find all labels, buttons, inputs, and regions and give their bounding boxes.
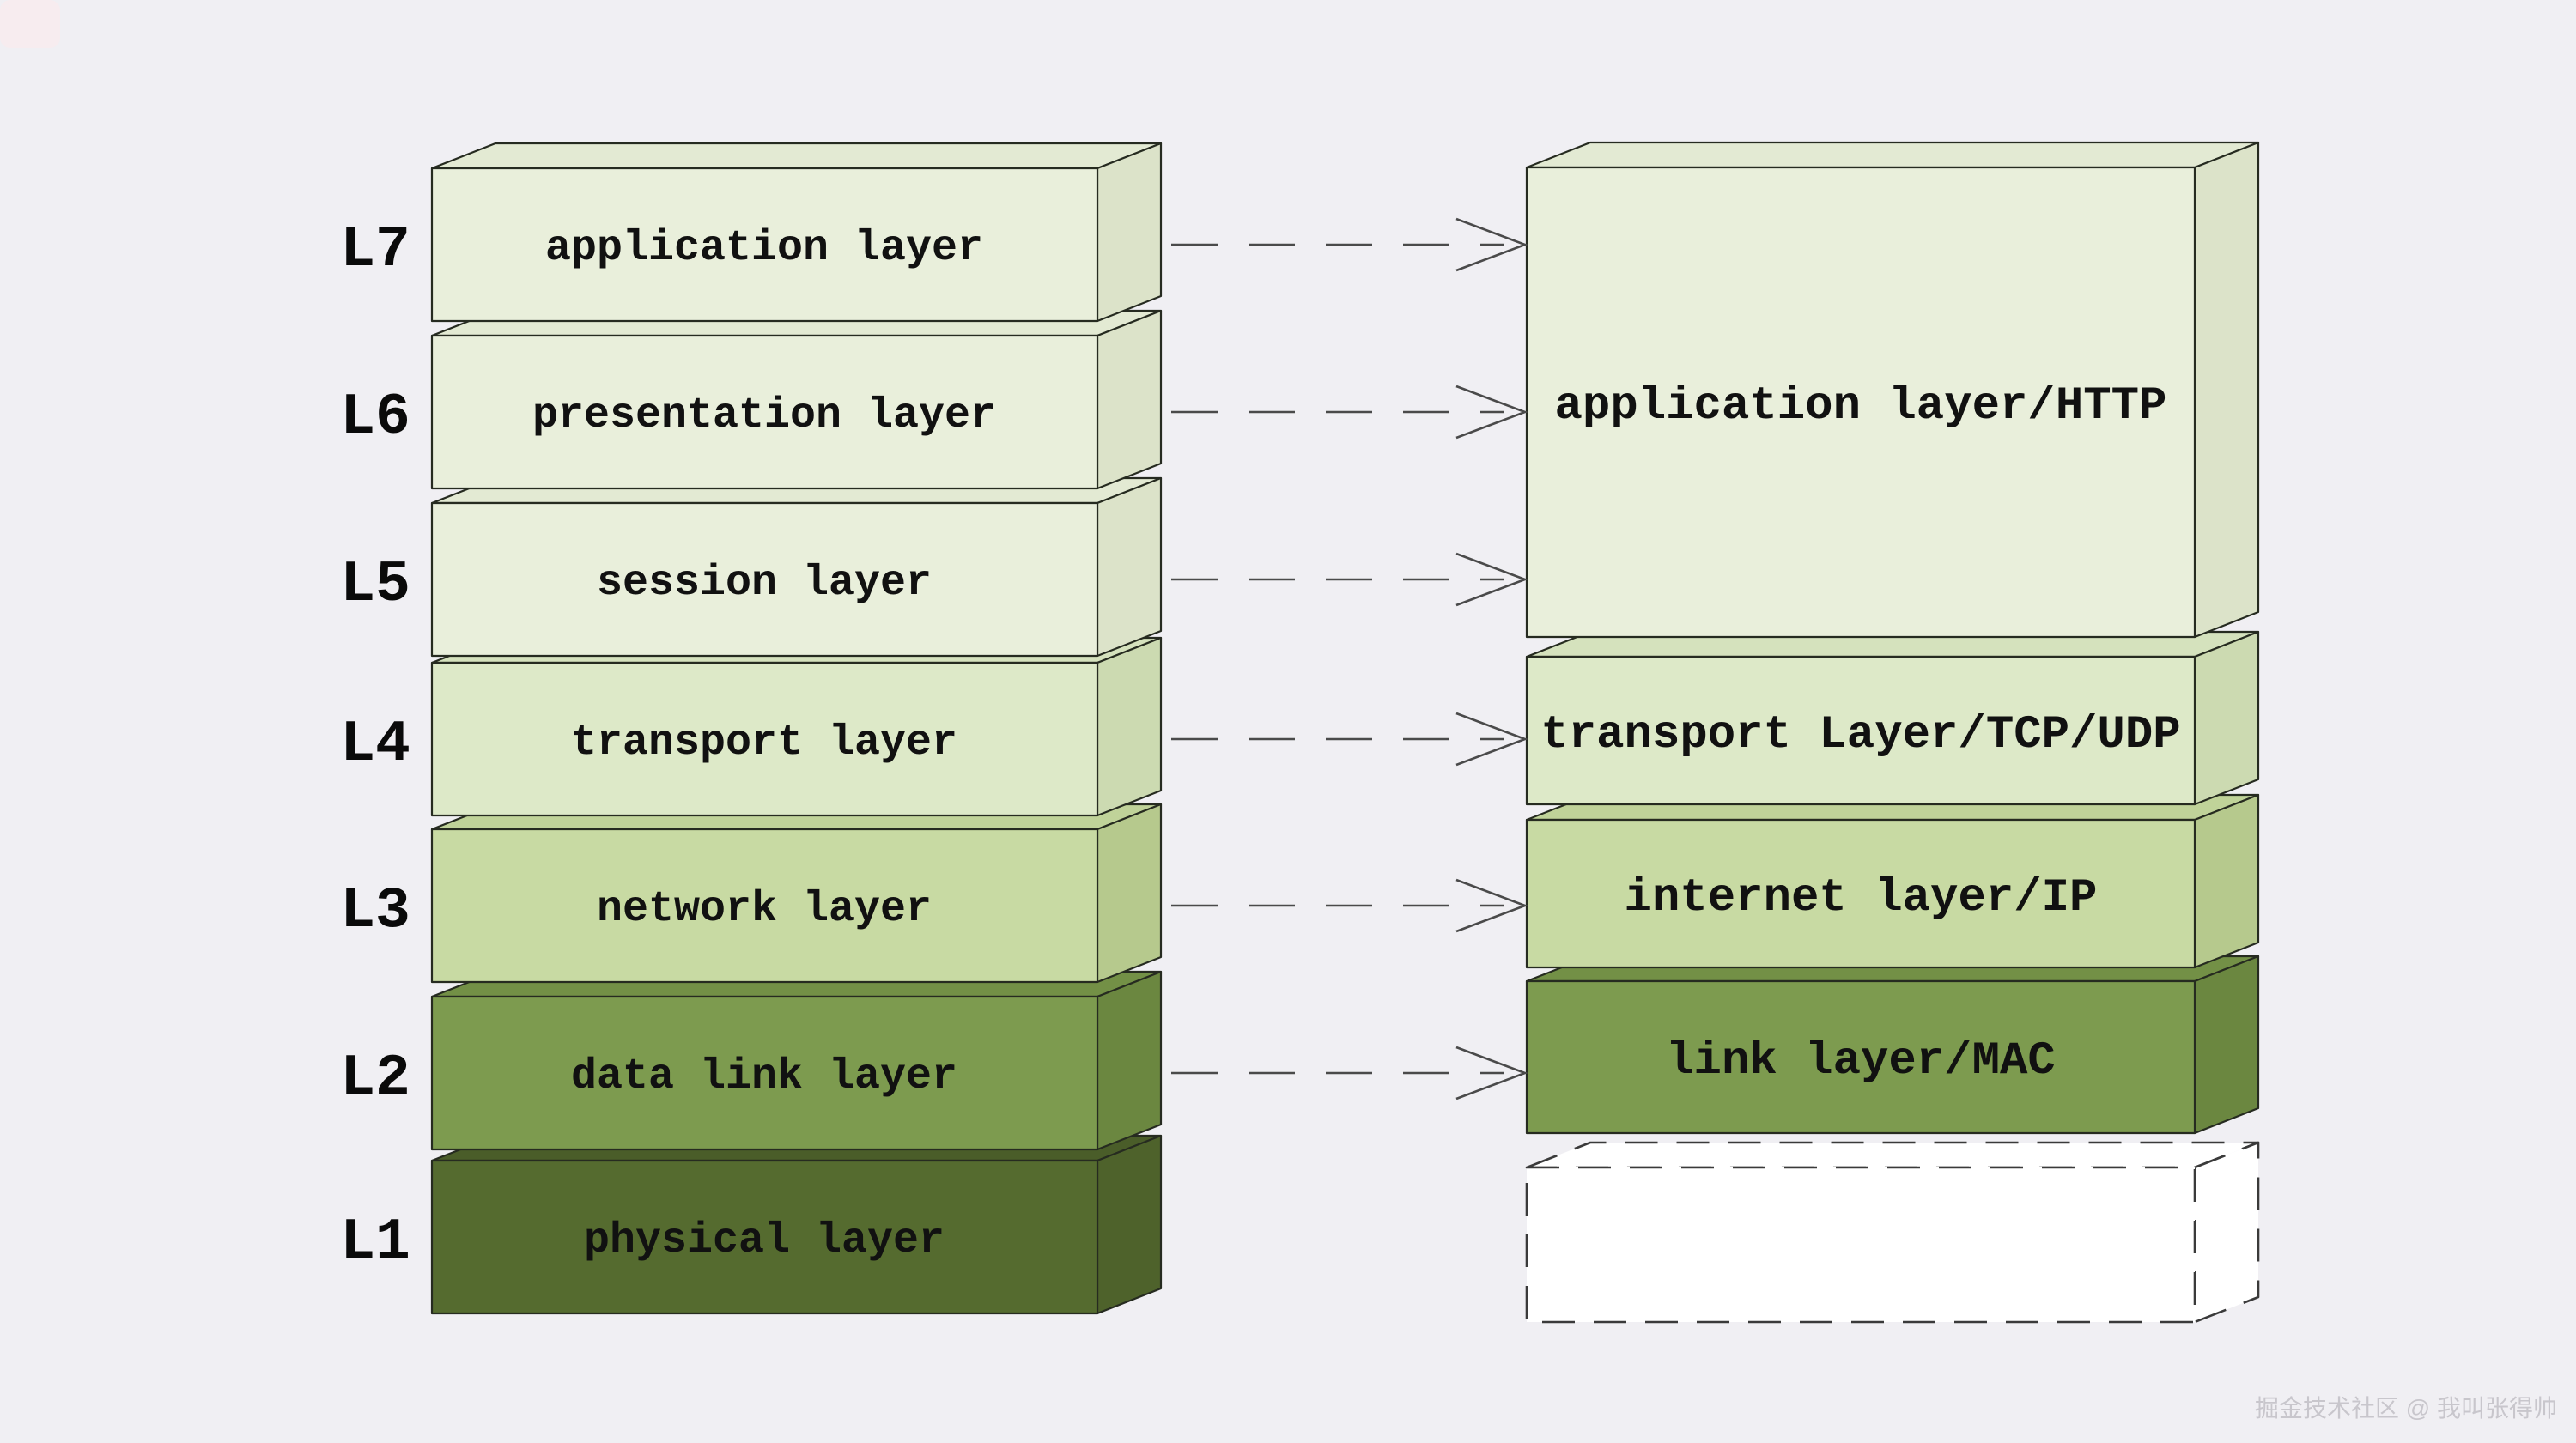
watermark: 掘金技术社区 @ 我叫张得帅 (2255, 1395, 2557, 1422)
osi-layer-L4: L4 transport layer (340, 636, 1163, 817)
box-front-face (430, 501, 1099, 658)
arrow-L3-to-internet (1171, 878, 1528, 933)
tcpip-box-internet: internet layer/IP (1525, 793, 2260, 969)
box-front-face (1525, 818, 2196, 969)
box-front-face (430, 334, 1099, 490)
arrowhead-icon (1455, 385, 1528, 440)
box-front-face (430, 828, 1099, 984)
osi-layer-name: physical layer (584, 1216, 945, 1265)
tcpip-box-name: internet layer/IP (1625, 872, 2098, 925)
box-front-face (1525, 1166, 2196, 1324)
osi-layer-id: L3 (340, 878, 410, 944)
arrow-L6-to-application (1171, 385, 1528, 440)
arrow-L2-to-link (1171, 1046, 1528, 1100)
osi-layer-L5: L5 session layer (340, 476, 1163, 658)
tcpip-column: link layer/MAC internet layer/IP transpo… (1525, 141, 2260, 1324)
arrowhead-icon (1455, 552, 1528, 607)
box-front-face (430, 1159, 1099, 1315)
box-side-face (1096, 309, 1163, 490)
box-side-face (2193, 955, 2260, 1135)
tcpip-box-application: application layer/HTTP (1525, 141, 2260, 639)
box-side-face (1096, 636, 1163, 817)
osi-layer-name: network layer (597, 885, 932, 934)
tcpip-box-name: application layer/HTTP (1555, 380, 2167, 433)
osi-column: L1 physical layer L2 data link layer L3 … (340, 142, 1163, 1315)
box-front-face (1525, 979, 2196, 1135)
box-front-face (1525, 655, 2196, 806)
box-side-face (1096, 803, 1163, 984)
arrow-L7-to-application (1171, 217, 1528, 272)
osi-layer-L7: L7 application layer (340, 142, 1163, 323)
box-front-face (430, 995, 1099, 1151)
arrowhead-icon (1455, 1046, 1528, 1100)
osi-layer-name: presentation layer (532, 391, 996, 440)
box-top-face (1525, 1141, 2260, 1169)
osi-layer-id: L5 (340, 552, 410, 618)
box-side-face (2193, 141, 2260, 639)
osi-layer-id: L6 (340, 385, 410, 451)
osi-layer-id: L1 (340, 1210, 410, 1276)
arrowhead-icon (1455, 878, 1528, 933)
tcpip-box-transport: transport Layer/TCP/UDP (1525, 630, 2260, 806)
osi-layer-L6: L6 presentation layer (340, 309, 1163, 490)
osi-layer-name: session layer (597, 559, 932, 608)
osi-layer-L3: L3 network layer (340, 803, 1163, 984)
arrow-L5-to-application (1171, 552, 1528, 607)
osi-layer-L1: L1 physical layer (340, 1134, 1163, 1315)
box-side-face (1096, 476, 1163, 658)
tcpip-box-empty-dashed (1525, 1141, 2260, 1324)
osi-layer-id: L4 (340, 712, 410, 778)
arrowhead-icon (1455, 712, 1528, 767)
box-side-face (1096, 142, 1163, 323)
box-front-face (430, 661, 1099, 817)
osi-layer-name: transport layer (571, 718, 957, 767)
arrowhead-icon (1455, 217, 1528, 272)
box-side-face (1096, 1134, 1163, 1315)
osi-layer-id: L7 (340, 217, 410, 283)
arrow-L4-to-transport (1171, 712, 1528, 767)
corner-artifact (0, 0, 60, 48)
box-top-face (1525, 141, 2260, 169)
tcpip-box-name: link layer/MAC (1666, 1035, 2056, 1088)
box-top-face (430, 142, 1163, 170)
tcpip-box-name: transport Layer/TCP/UDP (1540, 709, 2180, 761)
osi-layer-id: L2 (340, 1046, 410, 1112)
box-side-face (1096, 970, 1163, 1151)
box-side-face (2193, 793, 2260, 969)
osi-layer-L2: L2 data link layer (340, 970, 1163, 1151)
box-side-face (2193, 1141, 2260, 1324)
box-side-face (2193, 630, 2260, 806)
box-front-face (430, 167, 1099, 323)
tcpip-box-link: link layer/MAC (1525, 955, 2260, 1135)
osi-layer-name: data link layer (571, 1052, 957, 1101)
mapping-arrows (1171, 217, 1528, 1100)
box-front-face (1525, 166, 2196, 639)
osi-layer-name: application layer (545, 224, 983, 273)
